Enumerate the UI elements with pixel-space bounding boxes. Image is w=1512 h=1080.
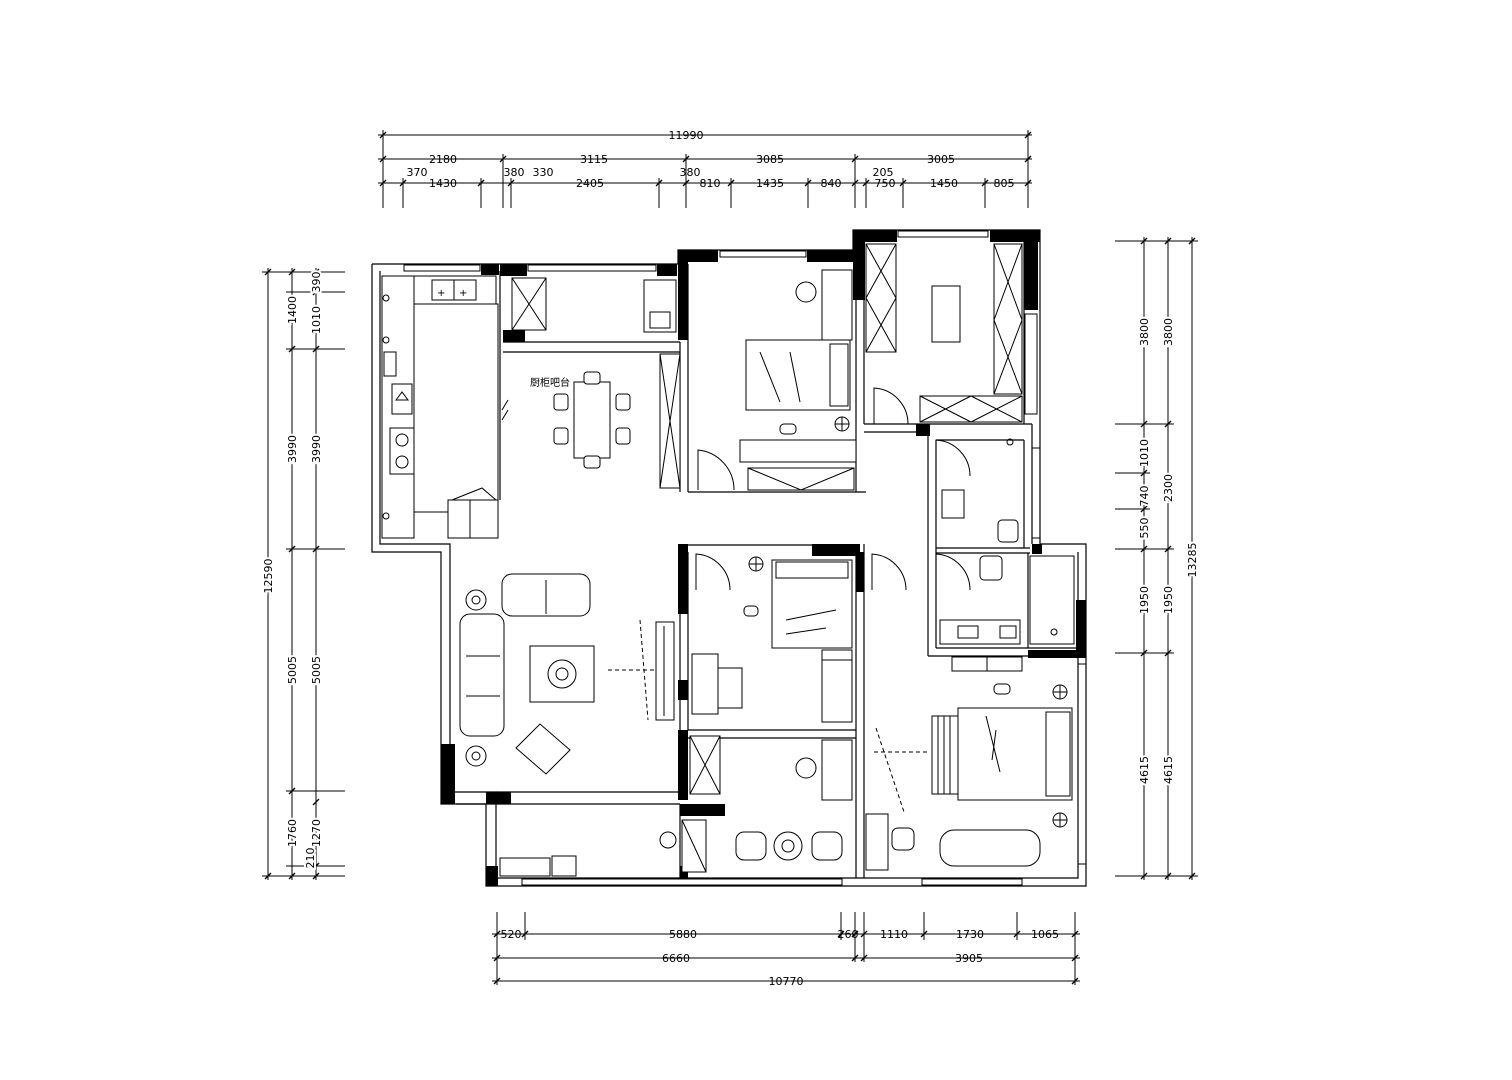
dim-top-r3-7: 1435 (756, 177, 784, 190)
bathtub-icon (939, 829, 1041, 867)
dim-left-outer-1: 3990 (286, 435, 299, 463)
dim-right-inner-3: 4615 (1162, 756, 1175, 784)
dim-right-outer-5: 4615 (1138, 756, 1151, 784)
sofa (459, 613, 505, 737)
bathroom-1 (935, 438, 1019, 543)
dim-bottom-r1-0: 520 (501, 928, 522, 941)
toilet-icon (997, 519, 1019, 543)
dim-bottom-r1-4: 1730 (956, 928, 984, 941)
dim-left-inner-2: 3990 (310, 435, 323, 463)
dim-right-outer-2: 740 (1138, 486, 1151, 507)
dim-bottom-r1-1: 5880 (669, 928, 697, 941)
dim-left-inner-1: 1010 (310, 306, 323, 334)
bench (931, 715, 959, 795)
dimension-left: 12590 1400 3990 5005 1760 390 1010 3990 … (260, 268, 345, 880)
dim-top-r3-2: 380 (504, 166, 525, 179)
dim-right-overall: 13285 (1186, 543, 1199, 578)
dim-top-r3-6: 810 (700, 177, 721, 190)
dim-top-r2-2: 3085 (756, 153, 784, 166)
island (931, 285, 961, 343)
svg-text:+: + (437, 288, 445, 299)
dimension-right: 3800 1010 740 550 1950 4615 3800 2300 19… (1115, 237, 1201, 880)
desk (821, 269, 853, 341)
shower (1029, 555, 1075, 645)
cabinet (865, 813, 889, 871)
dim-top-r2-0: 2180 (429, 153, 457, 166)
dimension-bottom: 520 5880 260 1110 1730 1065 6660 3905 10… (492, 912, 1080, 988)
dim-bottom-r1-3: 1110 (880, 928, 908, 941)
bathroom-2 (935, 553, 1075, 672)
dining-table (573, 381, 611, 459)
dim-left-outer-3: 1760 (286, 819, 299, 847)
dim-left-inner-3: 5005 (310, 656, 323, 684)
dim-top-r3-9: 205 (873, 166, 894, 179)
balcony (499, 855, 577, 877)
dim-right-inner-2: 1950 (1162, 586, 1175, 614)
living-room (459, 573, 675, 775)
master-bedroom (865, 553, 1073, 871)
dining-label: 厨柜吧台 (530, 376, 570, 389)
desk (821, 739, 853, 801)
windows (403, 230, 1087, 886)
dim-top-r2-1: 3115 (580, 153, 608, 166)
dim-top-r2-3: 3005 (927, 153, 955, 166)
bedroom-middle (691, 553, 853, 723)
dim-top-overall: 11990 (669, 129, 704, 142)
door-swing (873, 387, 909, 425)
dining-area: 厨柜吧台 (501, 277, 681, 489)
dim-top-r3-3: 330 (533, 166, 554, 179)
dim-right-inner-0: 3800 (1162, 318, 1175, 346)
dim-top-r3-5: 380 (680, 166, 701, 179)
dim-top-r3-12: 805 (994, 177, 1015, 190)
dim-top-r3-11: 1450 (930, 177, 958, 190)
dim-right-outer-4: 1950 (1138, 586, 1151, 614)
dim-top-r3-4: 2405 (576, 177, 604, 190)
svg-text:+: + (459, 288, 467, 299)
dim-left-inner-5: 210 (304, 848, 317, 869)
dim-top-r3-0: 370 (407, 166, 428, 179)
side-table (465, 745, 487, 767)
dimension-top: 11990 2180 3115 3085 3005 370 1430 380 3… (378, 129, 1032, 208)
side-table (465, 589, 487, 611)
dim-right-outer-0: 3800 (1138, 318, 1151, 346)
walk-in-closet (865, 243, 1023, 425)
dim-left-inner-4: 1270 (310, 819, 323, 847)
basin (941, 489, 965, 519)
bedroom-upper (697, 269, 857, 491)
dim-top-r3-10: 750 (875, 177, 896, 190)
kitchen: ++ (381, 275, 499, 539)
armchair (515, 723, 571, 775)
dim-bottom-r2-0: 6660 (662, 952, 690, 965)
stove-icon (391, 383, 413, 415)
dim-bottom-r2-1: 3905 (955, 952, 983, 965)
chair-icon (795, 757, 817, 779)
chair-icon (795, 281, 817, 303)
dim-left-outer-0: 1400 (286, 296, 299, 324)
wardrobe (747, 467, 855, 491)
dim-right-outer-1: 1010 (1138, 439, 1151, 467)
wall-columns (441, 230, 1086, 886)
dim-top-r3-1: 1430 (429, 177, 457, 190)
dim-bottom-r1-5: 1065 (1031, 928, 1059, 941)
round-table (773, 831, 803, 861)
dim-left-outer-2: 5005 (286, 656, 299, 684)
door-swing (697, 449, 735, 491)
tv-cabinet (655, 621, 675, 721)
dim-bottom-overall: 10770 (769, 975, 804, 988)
dim-left-overall: 12590 (262, 559, 275, 594)
dim-bottom-r1-2: 260 (838, 928, 859, 941)
dim-right-outer-3: 550 (1138, 518, 1151, 539)
study (659, 735, 853, 873)
dim-left-inner-0: 390 (310, 272, 323, 293)
coffee-table (529, 645, 595, 703)
toilet-icon (979, 555, 1003, 581)
desk (691, 653, 719, 715)
dim-right-inner-1: 2300 (1162, 474, 1175, 502)
dim-top-r3-8: 840 (821, 177, 842, 190)
wardrobe (821, 649, 853, 723)
cooktop-icon (389, 427, 415, 475)
